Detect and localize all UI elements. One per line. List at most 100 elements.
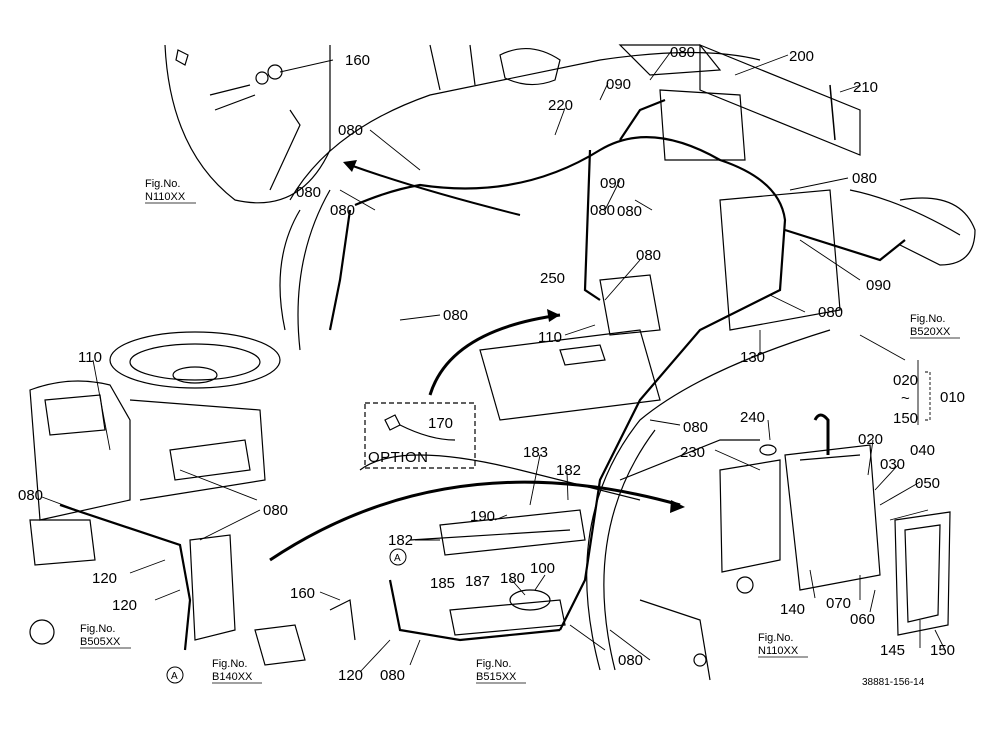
- svg-text:Fig.No.: Fig.No.: [476, 658, 511, 670]
- line-art: [29, 44, 976, 681]
- range-group: 020 ~ 150 010: [893, 371, 965, 427]
- gauge-housing: [499, 47, 561, 86]
- nut-240: [759, 444, 777, 456]
- callout-160-top: 160: [345, 52, 370, 69]
- leader-lines: [41, 49, 946, 673]
- callout-110-left: 110: [78, 349, 102, 366]
- callout-180: 180: [500, 570, 525, 587]
- callout-080: 080: [330, 202, 355, 219]
- arrowheads: [343, 160, 685, 513]
- callout-080: 080: [618, 652, 643, 669]
- callout-160: 160: [290, 585, 315, 602]
- callout-080: 080: [617, 203, 642, 220]
- callout-150: 150: [930, 642, 955, 659]
- svg-text:B520XX: B520XX: [910, 326, 951, 338]
- callout-020: 020: [858, 431, 883, 448]
- option-label: OPTION: [368, 449, 429, 466]
- fig-ref-b505: Fig.No. B505XX: [80, 623, 131, 649]
- callout-080: 080: [670, 44, 695, 61]
- callout-080: 080: [683, 419, 708, 436]
- figure-references: Fig.No. N110XX Fig.No. B520XX Fig.No. B5…: [80, 178, 960, 684]
- callout-040: 040: [910, 442, 935, 459]
- side-panel: [719, 189, 841, 331]
- svg-text:B140XX: B140XX: [212, 671, 253, 683]
- callout-110: 110: [538, 329, 562, 346]
- fig-ref-n110-bottom: Fig.No. N110XX: [758, 632, 808, 658]
- drawing-code: 38881-156-14: [862, 677, 925, 688]
- steering-wheel: [109, 331, 281, 389]
- callout-080: 080: [380, 667, 405, 684]
- callout-080: 080: [636, 247, 661, 264]
- control-module-120: [189, 534, 236, 641]
- callout-090: 090: [606, 76, 631, 93]
- fig-ref-b515: Fig.No. B515XX: [476, 658, 526, 684]
- fuse-cover-150: [894, 511, 951, 636]
- callout-130: 130: [740, 349, 765, 366]
- svg-text:Fig.No.: Fig.No.: [145, 178, 180, 190]
- callout-250: 250: [540, 270, 565, 287]
- bracket-230: [719, 459, 781, 573]
- grommet-100: [509, 589, 551, 611]
- callout-183: 183: [523, 444, 548, 461]
- callout-080-left: 080: [18, 487, 43, 504]
- plate-185: [449, 599, 566, 636]
- callout-230: 230: [680, 444, 705, 461]
- callout-090: 090: [866, 277, 891, 294]
- callout-120: 120: [338, 667, 363, 684]
- svg-text:B515XX: B515XX: [476, 671, 517, 683]
- svg-text:Fig.No.: Fig.No.: [758, 632, 793, 644]
- callout-170: 170: [428, 415, 453, 432]
- callout-140: 140: [780, 601, 805, 618]
- fig-ref-b140: Fig.No. B140XX: [212, 658, 262, 684]
- callout-220: 220: [548, 97, 573, 114]
- callout-030: 030: [880, 456, 905, 473]
- cover-plate-200: [699, 44, 861, 156]
- range-from: 020: [893, 372, 918, 389]
- callout-182: 182: [388, 532, 413, 549]
- wiring-harness: [59, 98, 906, 651]
- svg-text:Fig.No.: Fig.No.: [80, 623, 115, 635]
- detail-circle-top-left: [164, 44, 331, 204]
- main-harness: [354, 136, 787, 631]
- callout-080: 080: [263, 502, 288, 519]
- arrow-170: [428, 313, 561, 396]
- callout-080: 080: [852, 170, 877, 187]
- fig-ref-n110-top: Fig.No. N110XX: [145, 178, 196, 204]
- callout-120: 120: [112, 597, 137, 614]
- fender-outline: [289, 51, 761, 201]
- arrow-fig-n110: [349, 164, 521, 216]
- svg-text:Fig.No.: Fig.No.: [910, 313, 945, 325]
- callout-labels: 160 080 090 220 200 210 080 080 080 090 …: [18, 44, 955, 684]
- callout-200: 200: [789, 48, 814, 65]
- relay-block: [29, 519, 96, 566]
- lamp-housing: [899, 197, 976, 266]
- callout-080: 080: [818, 304, 843, 321]
- rear-fender-arc: [586, 329, 831, 671]
- svg-text:Fig.No.: Fig.No.: [212, 658, 247, 670]
- svg-text:B505XX: B505XX: [80, 636, 121, 648]
- range-group-label: 010: [940, 389, 965, 406]
- callout-080: 080: [590, 202, 615, 219]
- svg-text:A: A: [171, 671, 178, 682]
- callout-080: 080: [443, 307, 468, 324]
- callout-070: 070: [826, 595, 851, 612]
- bracket-160: [254, 624, 306, 666]
- callout-050: 050: [915, 475, 940, 492]
- battery-box: [479, 329, 661, 421]
- callout-080: 080: [296, 184, 321, 201]
- callout-090: 090: [600, 175, 625, 192]
- callout-240: 240: [740, 409, 765, 426]
- range-to: 150: [893, 410, 918, 427]
- marker-a-left: A: [166, 666, 184, 684]
- callout-187: 187: [465, 573, 490, 590]
- callout-210: 210: [853, 79, 878, 96]
- horn: [29, 619, 55, 645]
- callout-100: 100: [530, 560, 555, 577]
- callout-145: 145: [880, 642, 905, 659]
- svg-text:A: A: [394, 553, 401, 564]
- fuse-box-140: [784, 444, 881, 591]
- marker-a-center: A: [389, 548, 407, 566]
- fig-ref-b520: Fig.No. B520XX: [910, 313, 960, 339]
